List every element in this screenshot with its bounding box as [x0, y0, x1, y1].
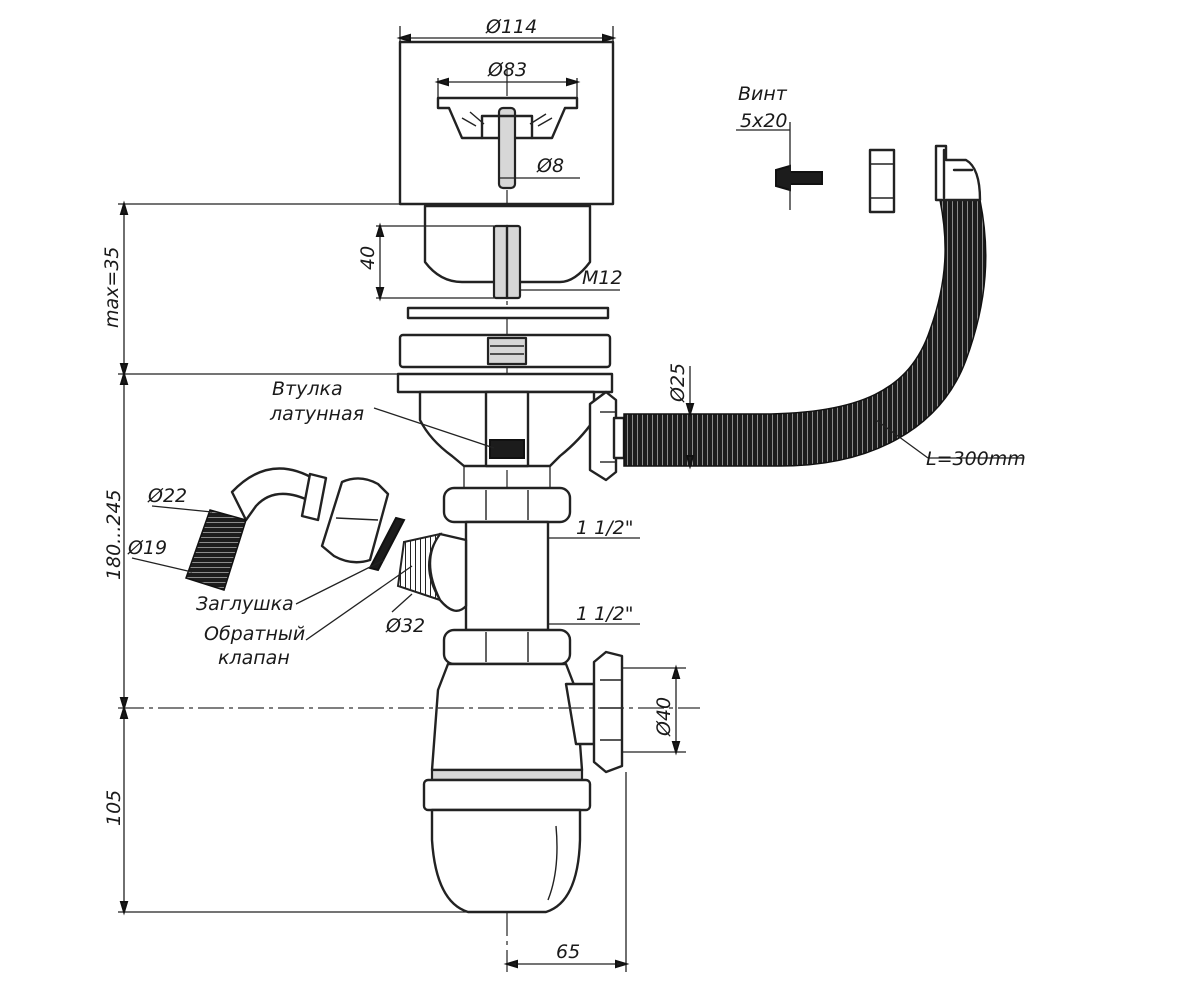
hose-corrugated — [623, 199, 987, 467]
dim-22-19: Ø22 Ø19 — [127, 485, 213, 573]
drain-body — [396, 372, 626, 488]
bushing-callout: Втулка латунная — [269, 378, 495, 449]
dim-8: Ø8 — [499, 155, 580, 179]
dim-83-label: Ø83 — [487, 59, 527, 81]
dim-40-label: 40 — [357, 246, 379, 270]
corrugated-nozzle — [185, 509, 247, 591]
plug-callout: Заглушка — [196, 559, 385, 615]
thread-callouts: 1 1/2" 1 1/2" — [548, 517, 640, 625]
inlet-thread — [396, 532, 443, 602]
gasket-stack — [398, 306, 612, 369]
thread-m12-label: M12 — [582, 267, 623, 289]
thread-top-label: 1 1/2" — [576, 517, 633, 539]
screw-icon — [775, 164, 823, 192]
thread-m12: M12 — [520, 267, 623, 291]
drain-flange — [396, 372, 614, 394]
dim-105: 105 — [103, 704, 468, 916]
strainer-cap — [480, 114, 534, 140]
dim-114-label: Ø114 — [485, 16, 537, 38]
brass-bushing — [489, 439, 525, 459]
thin-gasket — [406, 306, 610, 320]
check-valve-callout: Обратный клапан — [204, 565, 413, 669]
plug-label: Заглушка — [196, 593, 294, 615]
bottle-trap — [422, 650, 624, 914]
trap-bottom-cup — [430, 808, 582, 914]
dim-32-label: Ø32 — [385, 615, 425, 637]
sink-plate-outline — [398, 40, 615, 206]
loose-nut — [320, 477, 390, 564]
dim-105-label: 105 — [103, 790, 125, 826]
pipe-tube — [464, 520, 550, 632]
trap-upper-body — [430, 662, 584, 772]
dim-25-label: Ø25 — [667, 363, 689, 403]
lower-nut — [442, 628, 572, 666]
dim-65: 65 — [503, 772, 630, 972]
dim-19-label: Ø19 — [127, 537, 167, 559]
overflow-cap — [868, 148, 896, 214]
screw-label-1: Винт — [738, 83, 788, 105]
strainer-stem — [497, 106, 517, 190]
plug-gasket — [368, 516, 406, 572]
screw-label-2: 5x20 — [740, 110, 788, 132]
vertical-pipe — [396, 486, 572, 666]
dim-40-diameter-label: Ø40 — [653, 697, 675, 737]
trap-band — [422, 778, 592, 812]
dim-22-label: Ø22 — [147, 485, 187, 507]
dim-40-diameter: Ø40 — [622, 664, 686, 756]
check-valve-label-1: Обратный — [204, 623, 305, 645]
elbow-collar — [300, 472, 328, 522]
drain-housing — [423, 204, 592, 300]
bushing-label-1: Втулка — [272, 378, 343, 400]
dim-83: Ø83 — [434, 59, 581, 98]
dim-65-label: 65 — [556, 941, 580, 963]
dim-max-35: max=35 — [101, 200, 400, 378]
dim-8-label: Ø8 — [536, 155, 564, 177]
overflow-hose — [623, 122, 987, 467]
dim-32: Ø32 — [385, 593, 425, 637]
strainer-slots — [461, 111, 553, 127]
dim-180-245-label: 180...245 — [103, 489, 125, 580]
sink-strainer-assembly — [398, 40, 615, 206]
check-valve-label-2: клапан — [218, 647, 290, 669]
hose-length-callout: L=300mm — [875, 419, 1026, 470]
outlet-nut — [592, 650, 624, 774]
bushing-label-2: латунная — [269, 403, 364, 425]
dim-114: Ø114 — [396, 16, 617, 43]
hose-connector — [612, 416, 626, 460]
upper-nut — [442, 486, 572, 524]
trap-ring — [430, 768, 584, 782]
dim-max-35-label: max=35 — [101, 247, 123, 329]
side-elbow-hose — [185, 467, 328, 591]
gasket-center-insert — [486, 336, 528, 366]
dim-180-245: 180...245 — [103, 370, 129, 712]
hose-length-label: L=300mm — [926, 448, 1026, 470]
hose-end-fitting — [934, 144, 982, 202]
loose-nut-body — [320, 477, 390, 564]
dim-40-vertical: 40 — [357, 222, 494, 302]
thread-bottom-label: 1 1/2" — [576, 603, 633, 625]
overflow-outlet-nut — [588, 390, 618, 482]
dim-25: Ø25 — [667, 363, 695, 470]
